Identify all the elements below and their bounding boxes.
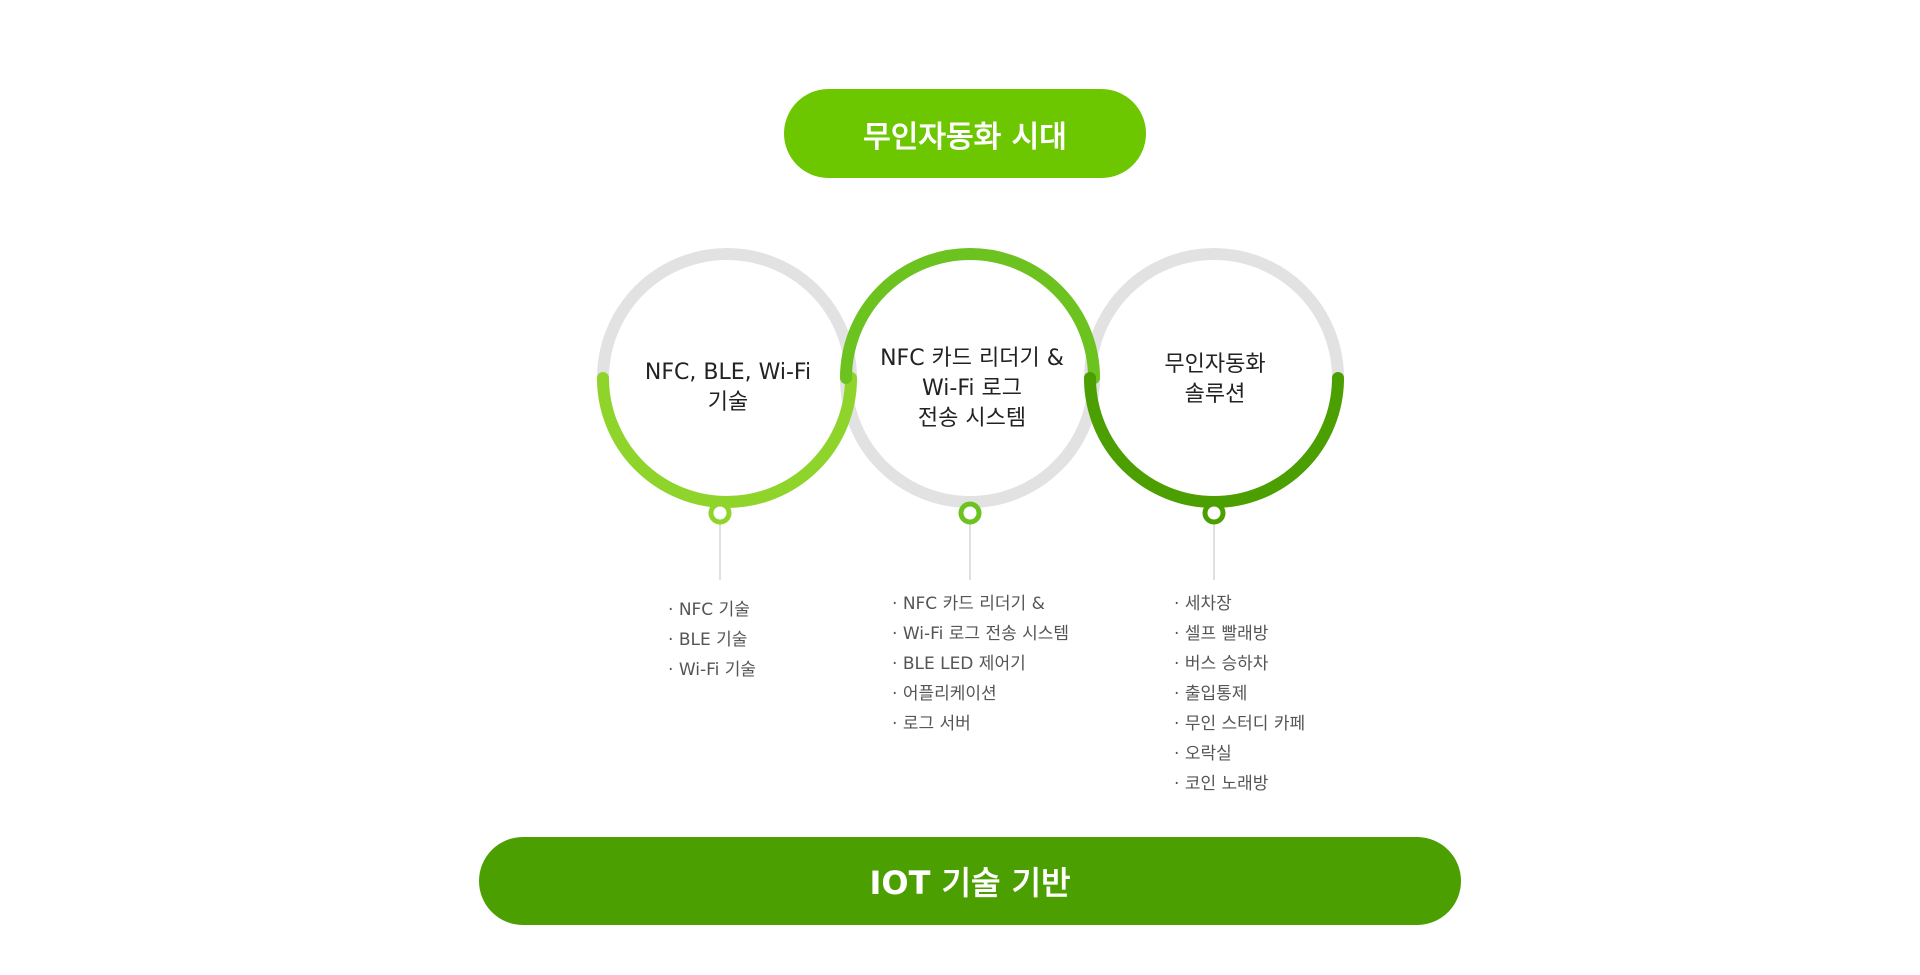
circle-1-title: NFC, BLE, Wi-Fi 기술 [618,358,838,418]
circle-2-title-line: 전송 시스템 [917,406,1027,431]
circle-2-arc [840,248,1100,384]
list-item: BLE 기술 [668,625,756,655]
list-item: Wi-Fi 로그 전송 시스템 [892,619,1069,649]
list-item: 버스 승하차 [1174,649,1305,679]
circle-3-title-line: 솔루션 [1184,382,1246,407]
list-item: Wi-Fi 기술 [668,655,756,685]
list-item: 셀프 빨래방 [1174,619,1305,649]
circle-2-title-line: NFC 카드 리더기 & [880,346,1064,371]
list-item: NFC 카드 리더기 & [892,589,1069,619]
list-item: 오락실 [1174,739,1305,769]
list-item: BLE LED 제어기 [892,649,1069,679]
circle-1-arc [597,372,857,508]
list-item: 로그 서버 [892,709,1069,739]
list-item: 무인 스터디 카페 [1174,709,1305,739]
circle-3-title-line: 무인자동화 [1164,352,1266,377]
list-item: NFC 기술 [668,595,756,625]
circle-2-title-line: Wi-Fi 로그 [922,376,1022,401]
list-item: 세차장 [1174,589,1305,619]
connector-dot-2 [958,501,982,525]
top-banner-label: 무인자동화 시대 [863,119,1067,155]
column-1-list: NFC 기술 BLE 기술 Wi-Fi 기술 [668,595,756,685]
list-item: 어플리케이션 [892,679,1069,709]
bottom-banner: IOT 기술 기반 [479,837,1461,925]
circle-1-title-line: NFC, BLE, Wi-Fi [644,360,812,385]
column-3-list: 세차장 셀프 빨래방 버스 승하차 출입통제 무인 스터디 카페 오락실 코인 … [1174,589,1305,799]
top-banner: 무인자동화 시대 [784,89,1146,178]
list-item: 코인 노래방 [1174,769,1305,799]
circle-3-title: 무인자동화 솔루션 [1105,350,1325,410]
connector-dot-1 [708,501,732,525]
column-2-list: NFC 카드 리더기 & Wi-Fi 로그 전송 시스템 BLE LED 제어기… [892,589,1069,739]
bottom-banner-label: IOT 기술 기반 [869,864,1071,902]
connector-dot-3 [1202,501,1226,525]
circle-1-title-line: 기술 [707,390,749,415]
circle-2-title: NFC 카드 리더기 & Wi-Fi 로그 전송 시스템 [862,344,1082,434]
list-item: 출입통제 [1174,679,1305,709]
